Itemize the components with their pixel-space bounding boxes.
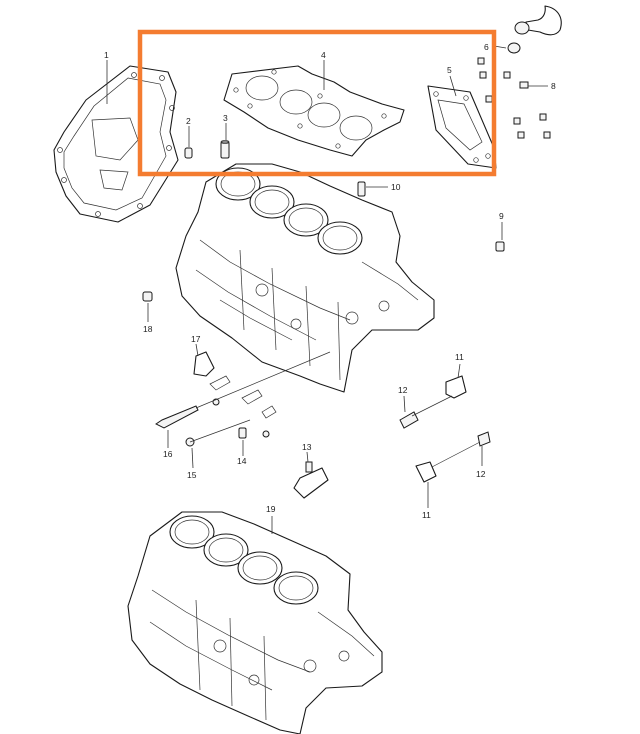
callout-9: 9 bbox=[499, 211, 504, 221]
callout-17: 17 bbox=[191, 334, 201, 344]
part-18-plug bbox=[142, 291, 153, 322]
part-8-bolt bbox=[519, 81, 548, 89]
part-2-dowel bbox=[184, 126, 193, 159]
part-15-fitting bbox=[185, 419, 251, 469]
highlight-box bbox=[137, 29, 497, 177]
part-11-bracket-bottom bbox=[415, 461, 437, 508]
upper-cylinder-block bbox=[175, 163, 435, 393]
part-16-bolt bbox=[155, 351, 331, 448]
part-10-pin bbox=[357, 181, 388, 197]
part-5-plate bbox=[427, 75, 497, 169]
part-6-sensor bbox=[477, 5, 562, 139]
callout-15: 15 bbox=[187, 470, 197, 480]
callout-8: 8 bbox=[551, 81, 556, 91]
part-9-plug bbox=[495, 222, 505, 252]
part-13-sensor bbox=[293, 451, 329, 499]
callout-19: 19 bbox=[266, 504, 276, 514]
callout-6: 6 bbox=[484, 42, 489, 52]
part-12-bolt-right bbox=[429, 431, 491, 469]
callout-11-top: 11 bbox=[455, 352, 464, 362]
callout-10: 10 bbox=[391, 182, 401, 192]
callout-4: 4 bbox=[321, 50, 326, 60]
part-11-bracket-top bbox=[445, 363, 467, 399]
part-3-sleeve bbox=[220, 123, 230, 159]
part-4-head-gasket bbox=[223, 60, 405, 157]
callout-18: 18 bbox=[143, 324, 153, 334]
callout-13: 13 bbox=[302, 442, 312, 452]
callout-16: 16 bbox=[163, 449, 173, 459]
part-12-bolt-left bbox=[399, 395, 453, 429]
part-14-fitting bbox=[238, 427, 270, 456]
part-17-jet bbox=[193, 343, 277, 419]
callout-12-left: 12 bbox=[398, 385, 408, 395]
callout-1: 1 bbox=[104, 50, 109, 60]
lower-cylinder-block bbox=[127, 511, 383, 734]
callout-12-right: 12 bbox=[476, 469, 486, 479]
callout-11-bottom: 11 bbox=[422, 510, 431, 520]
callout-2: 2 bbox=[186, 116, 191, 126]
callout-3: 3 bbox=[223, 113, 228, 123]
callout-5: 5 bbox=[447, 65, 452, 75]
callout-14: 14 bbox=[237, 456, 247, 466]
part-1-cover-gasket bbox=[53, 60, 179, 223]
